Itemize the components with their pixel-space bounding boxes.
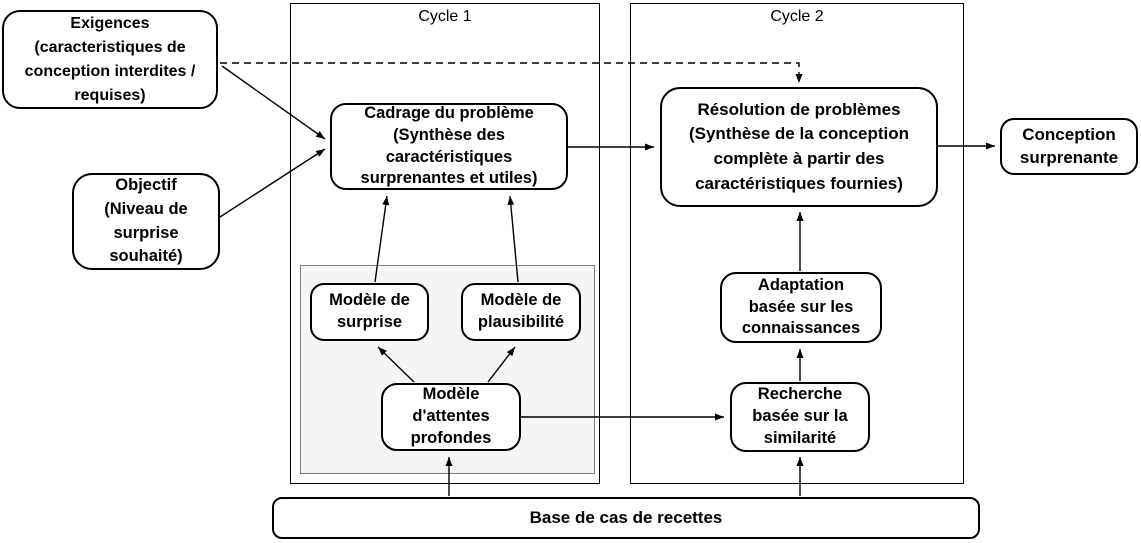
arrow-exigences-to-resolution-dashed bbox=[220, 62, 803, 83]
arrow-attentes-to-plausibilite bbox=[487, 346, 516, 383]
node-adaptation-label: Adaptation basée sur les connaissances bbox=[741, 275, 861, 338]
cycle1-label: Cycle 1 bbox=[418, 8, 472, 25]
node-exigences-label: Exigences (caracteristiques de conceptio… bbox=[24, 14, 196, 104]
arrow-plausibilite-to-cadrage bbox=[507, 195, 519, 283]
node-exigences: Exigences (caracteristiques de conceptio… bbox=[2, 10, 218, 109]
cycle2-container: Cycle 2 bbox=[630, 3, 964, 484]
node-objectif-label: Objectif (Niveau de surprise souhaité) bbox=[104, 176, 188, 266]
node-cadrage-label: Cadrage du problème (Synthèse des caract… bbox=[360, 103, 538, 188]
node-resolution-label: Résolution de problèmes (Synthèse de la … bbox=[688, 99, 910, 193]
node-recherche-similarite: Recherche basée sur la similarité bbox=[730, 382, 870, 452]
node-recherche-label: Recherche basée sur la similarité bbox=[752, 385, 848, 447]
arrow-attentes-to-surprise bbox=[377, 346, 415, 383]
node-plausibilite-label: Modèle de plausibilité bbox=[477, 291, 565, 331]
node-modele-de-plausibilite: Modèle de plausibilité bbox=[461, 283, 581, 341]
node-base-de-cas: Base de cas de recettes bbox=[272, 497, 980, 539]
node-conception-surprenante: Conception surprenante bbox=[1000, 118, 1138, 175]
node-conception-label: Conception surprenante bbox=[1019, 124, 1119, 167]
arrow-exigences-to-cadrage bbox=[221, 65, 326, 140]
node-cadrage-du-probleme: Cadrage du problème (Synthèse des caract… bbox=[330, 103, 568, 190]
cycle1-container: Cycle 1 bbox=[290, 3, 600, 484]
node-modele-de-surprise: Modèle de surprise bbox=[310, 283, 429, 341]
arrow-surprise-to-cadrage bbox=[374, 195, 390, 283]
node-modele-attentes-profondes: Modèle d'attentes profondes bbox=[381, 383, 521, 451]
cycle2-label: Cycle 2 bbox=[770, 8, 824, 25]
node-attentes-label: Modèle d'attentes profondes bbox=[410, 385, 492, 447]
node-objectif: Objectif (Niveau de surprise souhaité) bbox=[72, 173, 220, 270]
node-surprise-label: Modèle de surprise bbox=[329, 291, 410, 331]
node-adaptation-connaissances: Adaptation basée sur les connaissances bbox=[720, 272, 882, 343]
node-base-label: Base de cas de recettes bbox=[529, 507, 723, 527]
arrow-objectif-to-cadrage bbox=[219, 148, 326, 218]
node-resolution-de-problemes: Résolution de problèmes (Synthèse de la … bbox=[660, 87, 938, 207]
